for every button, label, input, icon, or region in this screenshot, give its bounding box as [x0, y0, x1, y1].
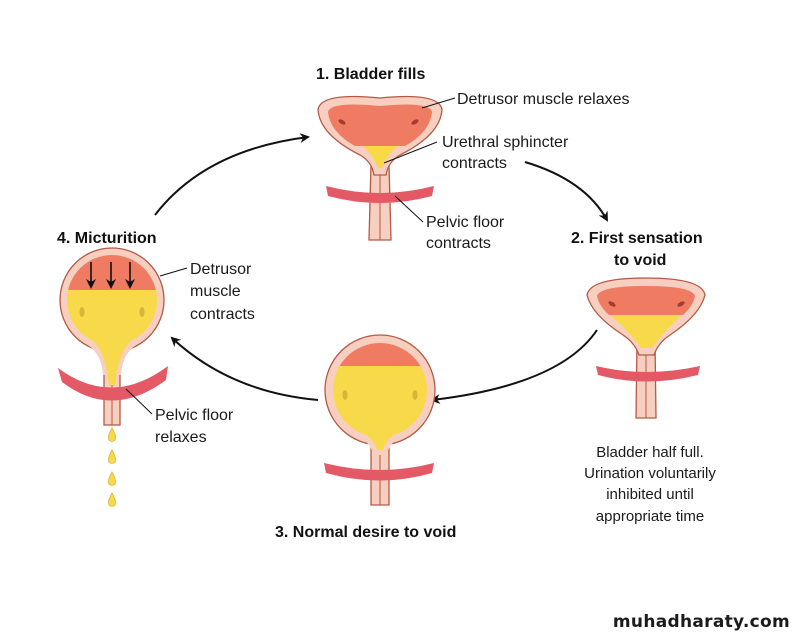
stage-4-pelvic-label-line-1: Pelvic floor — [155, 407, 234, 424]
leader-line — [421, 97, 456, 109]
stage-2-description-line-1: Bladder half full. — [596, 444, 704, 461]
urine — [363, 146, 397, 168]
cycle-arrow-2-to-3 — [430, 329, 598, 405]
drop-icon — [108, 449, 116, 464]
ureter-opening-right — [139, 307, 145, 317]
stage-2-title-line-1: 2. First sensation — [571, 230, 703, 247]
ureter-opening-right — [412, 390, 418, 400]
pelvic-floor — [58, 366, 168, 401]
stage-2-first-sensation: 2. First sensation to void Bladder half … — [571, 230, 716, 525]
drop-icon — [108, 471, 116, 486]
cycle-arrow-1-to-2 — [524, 161, 608, 222]
contraction-arrows — [86, 262, 135, 289]
urine-neck — [90, 338, 134, 385]
stage-1-pelvic-label-line-2: contracts — [426, 235, 491, 252]
leader-line — [159, 267, 188, 277]
stage-1-bladder-illustration — [317, 95, 443, 241]
stage-4-detrusor-label-line-2: muscle — [190, 283, 241, 300]
detrusor-muscle — [328, 104, 432, 146]
ureter-opening-left — [79, 307, 85, 317]
ureter-opening-right — [411, 119, 419, 125]
leader-line — [125, 388, 153, 415]
stage-1-sphincter-label-line-2: contracts — [442, 155, 507, 172]
stage-2-description-line-2: Urination voluntarily — [584, 465, 716, 482]
pelvic-floor — [326, 186, 434, 203]
stage-2-title-line-2: to void — [614, 252, 666, 269]
ureter-opening-right — [677, 301, 685, 307]
drop-icon — [108, 427, 116, 442]
stage-3-bladder-illustration — [324, 334, 436, 506]
cycle-arrow-4-to-1 — [154, 133, 310, 216]
pelvic-floor — [596, 366, 700, 382]
stage-4-detrusor-label-line-3: contracts — [190, 306, 255, 323]
urine — [610, 315, 682, 348]
cycle-arrow-3-to-4 — [170, 336, 319, 401]
drop-icon — [108, 492, 116, 507]
stage-2-description-line-3: inhibited until — [606, 486, 694, 503]
stage-4-micturition: 4. Micturition — [57, 230, 255, 507]
pelvic-floor — [324, 463, 434, 481]
stage-4-pelvic-label-line-2: relaxes — [155, 429, 207, 446]
ureter-opening-left — [338, 119, 346, 125]
ureter-opening-left — [342, 390, 348, 400]
ureter-opening-left — [608, 301, 616, 307]
stage-1-title: 1. Bladder fills — [316, 66, 425, 83]
leader-line — [383, 141, 438, 164]
leader-line — [394, 195, 424, 223]
detrusor-muscle — [597, 286, 695, 315]
stage-4-title: 4. Micturition — [57, 230, 157, 247]
stage-1-sphincter-label-line-1: Urethral sphincter — [442, 134, 569, 151]
watermark: muhadharaty.com — [612, 612, 790, 632]
stage-2-description-line-4: appropriate time — [596, 508, 704, 525]
stage-1-bladder-fills: 1. Bladder fills Detrusor muscle relaxes… — [316, 66, 630, 252]
stage-3-title: 3. Normal desire to void — [275, 524, 456, 541]
stage-1-pelvic-label-line-1: Pelvic floor — [426, 214, 505, 231]
urine-neck — [360, 430, 400, 450]
stage-4-bladder-illustration — [58, 247, 168, 507]
stage-1-detrusor-label: Detrusor muscle relaxes — [457, 91, 630, 108]
stage-3-normal-desire: 3. Normal desire to void — [275, 334, 456, 541]
stage-2-bladder-illustration — [586, 277, 706, 419]
urine-drops — [108, 427, 116, 507]
stage-4-detrusor-label-line-1: Detrusor — [190, 261, 252, 278]
